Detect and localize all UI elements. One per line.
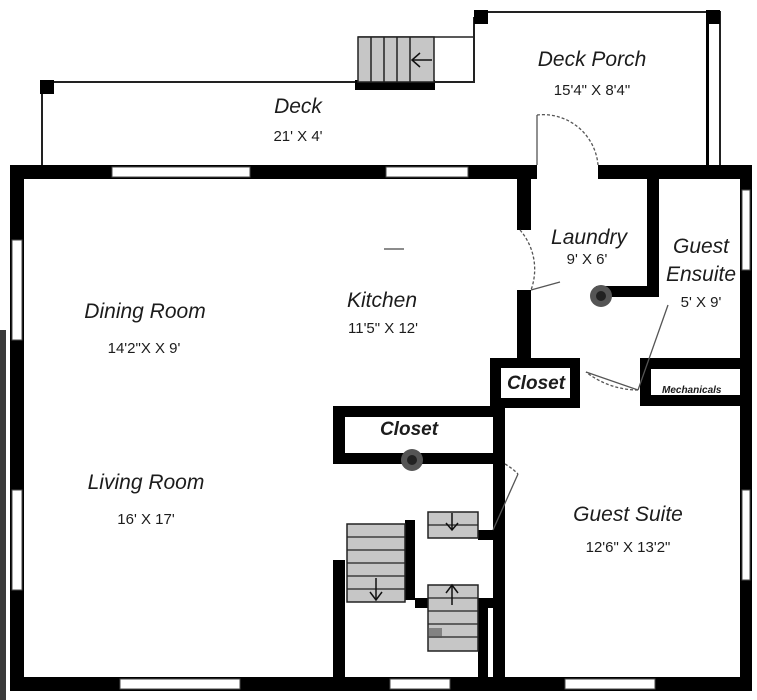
deck-post-right — [706, 22, 709, 165]
guest-suite-dims: 12'6" X 13'2" — [585, 539, 671, 556]
deck-dims: 21' X 4' — [273, 128, 323, 145]
guest-ensuite-name-line2: Ensuite — [665, 263, 737, 286]
deck-rail-top — [355, 80, 435, 90]
living-room-dims: 16' X 17' — [117, 511, 175, 528]
windows — [11, 165, 751, 690]
left-edge-strip — [0, 330, 6, 700]
stairs-down-arrow-icon — [369, 578, 383, 602]
upper-closet-label: Closet — [506, 373, 566, 394]
deck-porch-corner-right — [706, 10, 720, 24]
guest-suite-name: Guest Suite — [573, 503, 683, 526]
lower-closet-label: Closet — [379, 419, 439, 440]
dining-room-name: Dining Room — [84, 300, 206, 323]
interior-stairs-lower-right — [427, 584, 479, 652]
deck-corner — [40, 80, 54, 94]
deck-porch-corner — [474, 10, 488, 24]
deck-porch-name: Deck Porch — [537, 48, 647, 71]
stair-shadow — [428, 628, 442, 638]
laundry-name: Laundry — [551, 226, 627, 249]
laundry-drain-icon — [590, 285, 612, 307]
laundry-dims: 9' X 6' — [566, 251, 608, 268]
interior-doors — [492, 229, 669, 531]
upper-closet-interior — [502, 369, 569, 397]
stairs-down-arrow-icon-2 — [445, 513, 459, 532]
lower-closet-interior — [347, 419, 491, 451]
deck-name: Deck — [274, 95, 322, 118]
deck-stairs-arrow-icon — [410, 52, 432, 68]
dining-room-dims: 14'2"X X 9' — [107, 340, 181, 357]
porch-door — [536, 114, 599, 166]
living-room-name: Living Room — [87, 471, 205, 494]
kitchen-dims: 11'5" X 12' — [348, 320, 418, 337]
guest-ensuite-name-line1: Guest — [672, 235, 730, 258]
kitchen-name: Kitchen — [346, 289, 418, 312]
mechanicals-label: Mechanicals — [662, 385, 722, 396]
closet-drain-icon — [401, 449, 423, 471]
interior-stairs-upper-right — [427, 511, 479, 539]
guest-ensuite-dims: 5' X 9' — [680, 294, 722, 311]
deck-porch-dims: 15'4" X 8'4" — [553, 82, 631, 99]
stairs-up-arrow-icon — [445, 583, 459, 605]
